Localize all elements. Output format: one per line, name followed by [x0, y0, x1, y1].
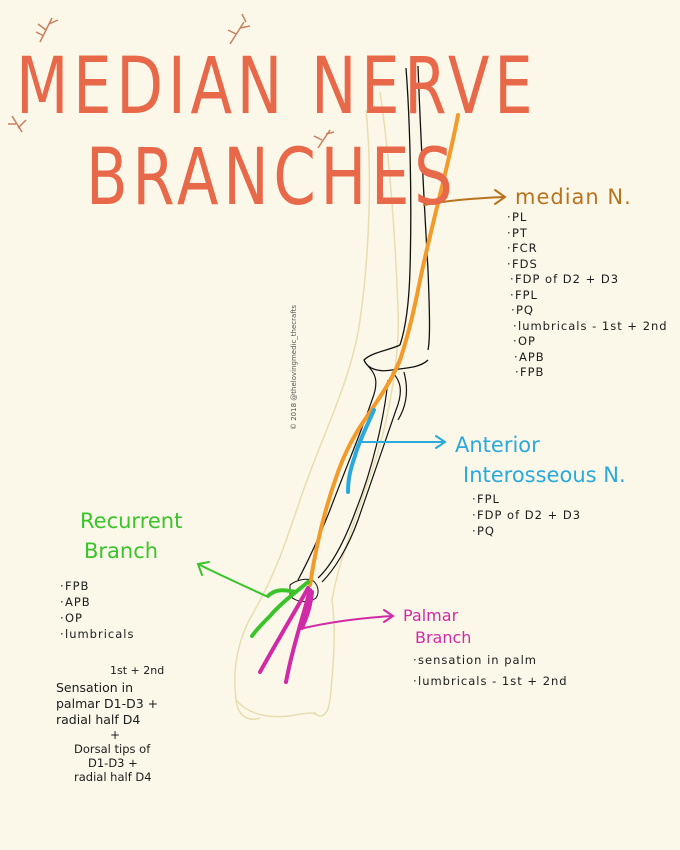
- palmar-branch-list: ·sensation in palm ·lumbricals - 1st + 2…: [413, 650, 568, 692]
- heading-line: Anterior: [455, 433, 540, 457]
- title-line-2: BRANCHES: [86, 133, 458, 223]
- anterior-interosseous-line: [346, 408, 376, 494]
- heading-line: Interosseous N.: [463, 463, 626, 487]
- median-nerve-heading: median N.: [515, 185, 632, 209]
- heading-line: Recurrent: [80, 509, 183, 533]
- note-line: palmar D1-D3 +: [56, 696, 159, 711]
- median-nerve-list: ·PL ·PT ·FCR ·FDS ·FDP of D2 + D3 ·FPL ·…: [507, 210, 668, 381]
- list-item: ·lumbricals - 1st + 2nd: [413, 674, 568, 688]
- note-line: radial half D4: [74, 770, 152, 784]
- list-item: ·sensation in palm: [413, 653, 537, 667]
- heading-line: Branch: [84, 539, 159, 563]
- list-item: ·FDP of D2 + D3: [510, 272, 620, 286]
- list-item: ·OP: [60, 611, 83, 625]
- recurrent-branch-line: [250, 580, 310, 638]
- lumbrical-note: 1st + 2nd: [110, 664, 165, 677]
- palmar-branch-lines: [258, 586, 314, 684]
- list-item: ·PT: [507, 225, 528, 240]
- list-item: ·PQ: [472, 524, 495, 538]
- anterior-interosseous-list: ·FPL ·FDP of D2 + D3 ·PQ: [472, 491, 581, 539]
- heading-line: Branch: [415, 628, 472, 647]
- plus-sign: +: [110, 728, 121, 742]
- list-item: ·FPL: [472, 492, 500, 506]
- list-item: ·FCR: [507, 241, 538, 255]
- note-line: Sensation in: [56, 680, 134, 695]
- recurrent-dorsal-notes: Dorsal tips of D1-D3 + radial half D4: [74, 742, 152, 784]
- list-item: ·lumbricals: [60, 627, 135, 641]
- list-item: ·PL: [507, 210, 528, 224]
- palmar-branch-heading: Palmar Branch: [403, 605, 471, 649]
- list-item: ·FDP of D2 + D3: [472, 508, 582, 522]
- anterior-interosseous-heading: Anterior Interosseous N.: [455, 430, 626, 490]
- recurrent-branch-heading: Recurrent Branch: [80, 506, 182, 566]
- list-item: ·OP: [513, 334, 536, 348]
- recurrent-sensation-notes: Sensation in palmar D1-D3 + radial half …: [56, 680, 158, 728]
- heading-line: Palmar: [403, 606, 459, 625]
- radius-ulna-bones: [297, 365, 408, 583]
- credit-text: © 2018 @thelovingmedic_thecrafts: [290, 304, 298, 430]
- humerus-bone: [363, 65, 431, 372]
- list-item: ·APB: [514, 349, 545, 364]
- list-item: ·FPB: [515, 365, 545, 379]
- arrow-icon: [196, 189, 507, 629]
- twig-icon: [8, 13, 335, 149]
- note-line: D1-D3 +: [88, 756, 138, 770]
- list-item: ·FPL: [510, 287, 538, 302]
- hand-outline: [235, 699, 317, 718]
- note-line: radial half D4: [56, 712, 141, 727]
- list-item: ·FDS: [507, 256, 538, 271]
- arm-outline: [234, 91, 400, 720]
- recurrent-branch-list: ·FPB ·APB ·OP ·lumbricals: [60, 578, 134, 642]
- note-line: Dorsal tips of: [74, 742, 151, 756]
- title-line-1: MEDIAN NERVE: [16, 42, 538, 132]
- list-item: ·PQ: [511, 303, 534, 317]
- list-item: ·lumbricals - 1st + 2nd: [513, 318, 668, 333]
- median-nerve-line: [308, 113, 460, 587]
- list-item: ·FPB: [60, 579, 90, 593]
- list-item: ·APB: [60, 595, 91, 609]
